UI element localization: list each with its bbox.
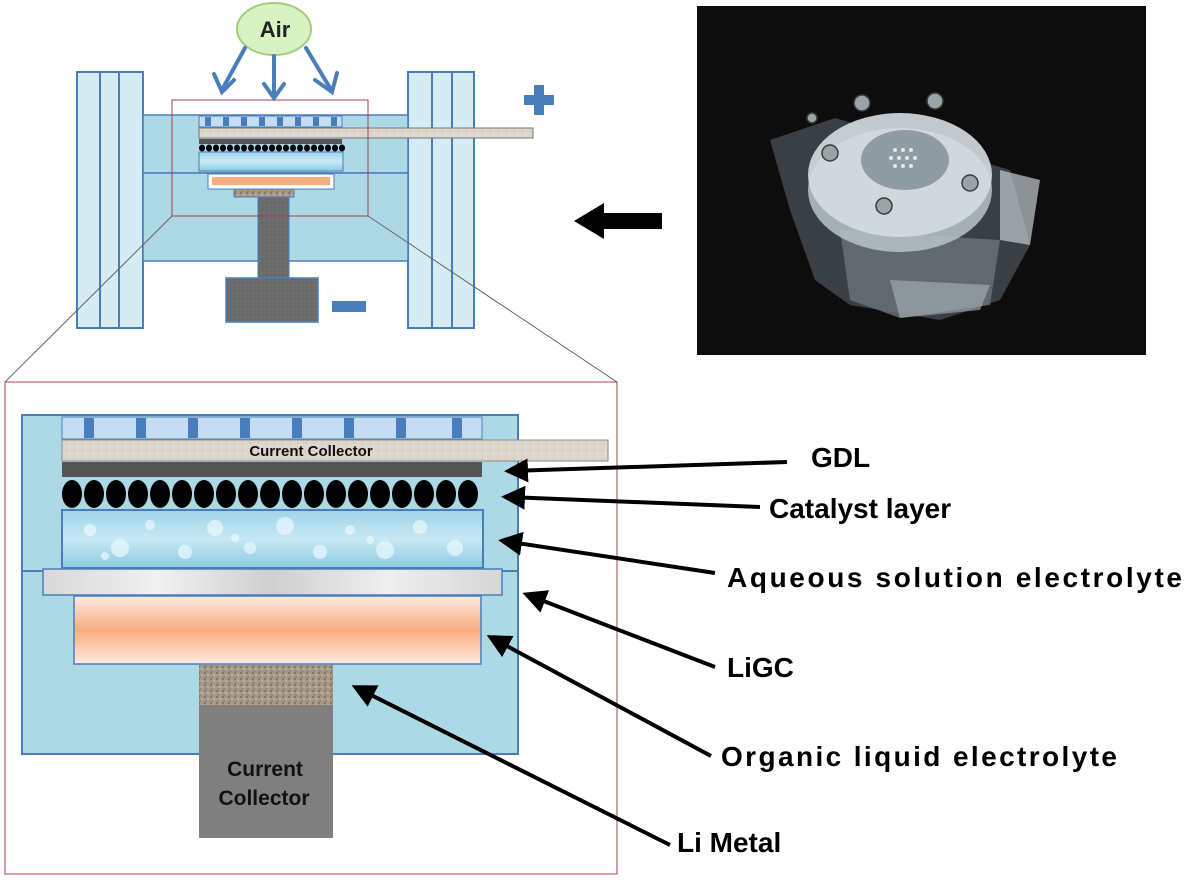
top-lithium-plate: [233, 188, 295, 198]
li-metal-arrow: [351, 685, 671, 847]
zoom-highlight-box: [171, 99, 369, 217]
current-collector-top-label: Current Collector: [249, 443, 373, 460]
pointer-arrows: [351, 458, 788, 847]
top-schematic: Air: [4, 2, 618, 383]
gdl-arrow: [504, 458, 788, 483]
catalyst-arrow: [501, 485, 761, 510]
catalyst-label: Catalyst layer: [769, 493, 951, 524]
detail-gdl: [62, 462, 482, 477]
battery-cell-photo: [697, 6, 1146, 355]
detail-current-collector-top: [61, 439, 609, 462]
zoom-line-right: [367, 215, 618, 383]
detail-air-channels: [61, 416, 483, 440]
top-stem: [257, 196, 290, 279]
detail-catalyst-layer: [62, 480, 478, 508]
top-ligc: [212, 177, 330, 185]
photo-to-diagram-arrow: [574, 203, 662, 239]
top-catalyst-dots: [199, 144, 345, 152]
current-collector-bottom-label-1: Current: [227, 758, 303, 781]
gdl-label: GDL: [811, 442, 870, 473]
top-aqueous-layer: [198, 151, 344, 172]
right-frame: [407, 71, 475, 329]
detail-view: Current Collector: [4, 381, 618, 875]
ligc-arrow: [522, 590, 716, 669]
detail-current-collector-bottom: [199, 705, 333, 838]
organic-arrow: [486, 635, 712, 758]
top-current-collector-strip: [198, 127, 534, 139]
detail-aqueous-electrolyte: [61, 509, 484, 569]
air-arrows: [212, 46, 339, 102]
detail-li-metal: [199, 665, 333, 705]
aqueous-arrow: [498, 531, 716, 575]
air-channel-plate: [198, 115, 343, 128]
li-metal-label: Li Metal: [677, 827, 781, 858]
aqueous-label: Aqueous solution electrolyte: [727, 562, 1182, 593]
organic-label: Organic liquid electrolyte: [721, 741, 1117, 772]
top-base-block: [225, 277, 319, 323]
ligc-label: LiGC: [727, 652, 794, 683]
zoom-line-left: [4, 215, 173, 383]
left-frame: [76, 71, 144, 329]
current-collector-bottom-label-2: Collector: [218, 787, 309, 810]
air-label: Air: [260, 17, 291, 42]
plus-icon: [524, 85, 554, 115]
detail-ligc: [73, 595, 482, 665]
minus-icon: [332, 301, 366, 312]
top-gdl: [199, 139, 342, 144]
detail-organic-electrolyte: [42, 568, 503, 596]
